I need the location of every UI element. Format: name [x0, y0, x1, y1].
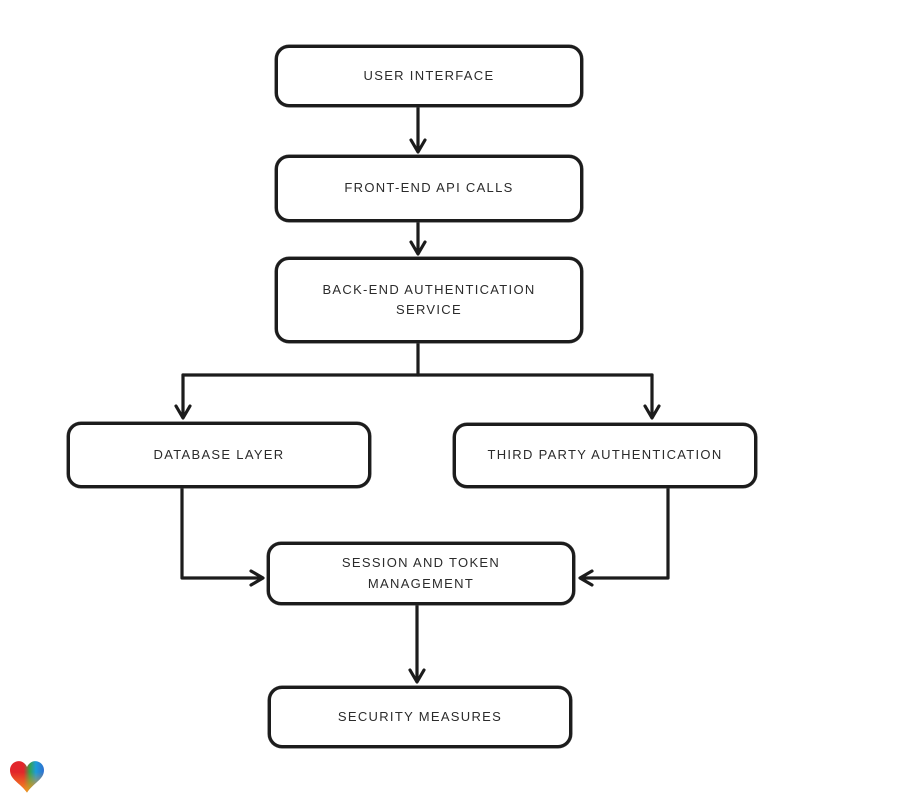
node-label: FRONT-END API CALLS [344, 180, 514, 196]
arrowhead-left-icon [578, 569, 594, 587]
node-user-interface[interactable]: USER INTERFACE [275, 45, 583, 107]
arrowhead-down-icon [643, 404, 661, 420]
arrowhead-down-icon [409, 138, 427, 154]
node-label: SESSION AND TOKEN MANAGEMENT [341, 555, 501, 591]
node-database-layer[interactable]: DATABASE LAYER [67, 422, 371, 488]
node-third-party-authentication[interactable]: THIRD PARTY AUTHENTICATION [453, 423, 757, 488]
edge-frontend-to-backend [409, 220, 427, 256]
edge-thirdparty-to-session [578, 486, 670, 587]
node-label: SECURITY MEASURES [337, 708, 503, 724]
arrowhead-down-icon [174, 404, 192, 420]
node-label: THIRD PARTY AUTHENTICATION [487, 447, 723, 463]
node-label: BACK-END AUTHENTICATION SERVICE [322, 281, 536, 317]
node-session-and-token-management[interactable]: SESSION AND TOKEN MANAGEMENT [267, 542, 575, 605]
arrowhead-down-icon [408, 668, 426, 684]
node-back-end-authentication-service[interactable]: BACK-END AUTHENTICATION SERVICE [275, 257, 583, 343]
node-label: USER INTERFACE [363, 67, 495, 83]
heart-logo [10, 761, 44, 793]
node-security-measures[interactable]: SECURITY MEASURES [268, 686, 572, 748]
arrowhead-down-icon [409, 240, 427, 256]
arrowhead-right-icon [249, 569, 265, 587]
node-label: DATABASE LAYER [153, 446, 285, 462]
edge-backend-branch [174, 340, 661, 420]
edge-session-to-security [408, 603, 426, 684]
edge-ui-to-frontend [409, 105, 427, 154]
edge-database-to-session [180, 486, 265, 587]
node-front-end-api-calls[interactable]: FRONT-END API CALLS [275, 155, 583, 222]
